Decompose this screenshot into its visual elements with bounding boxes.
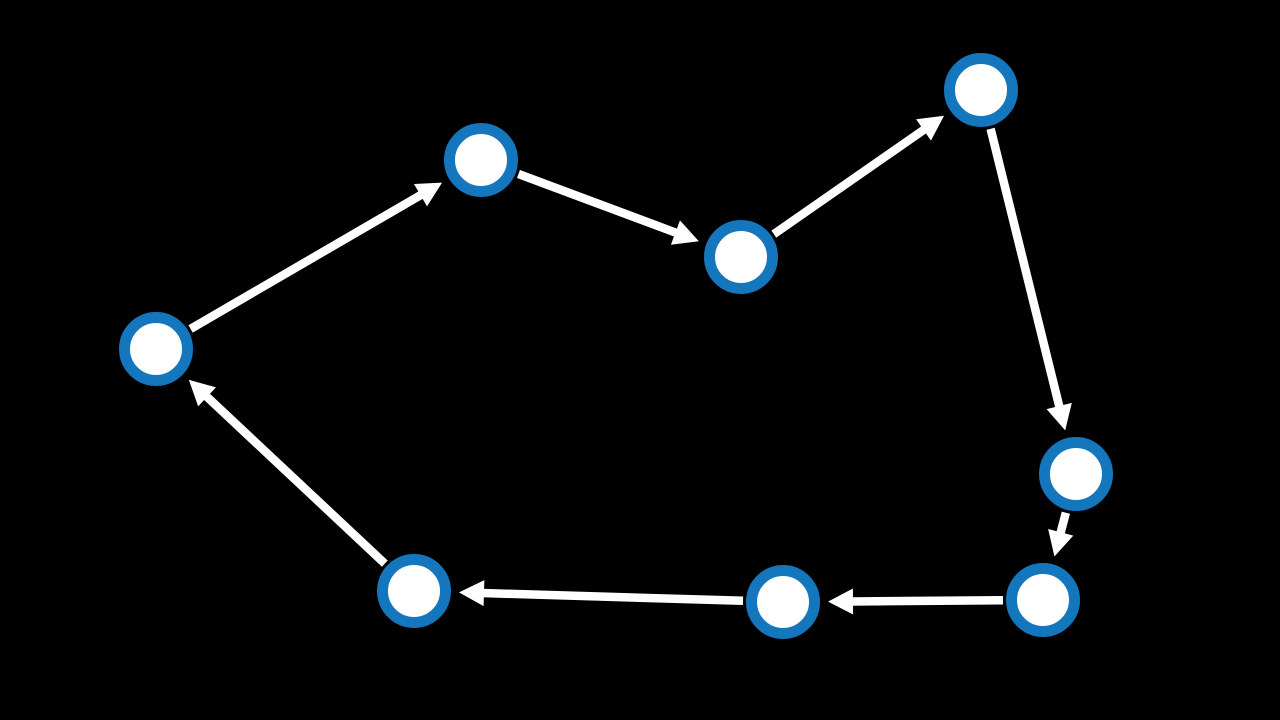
graph-node-bottom-left	[377, 554, 451, 628]
arrowhead-icon-n8-n1	[188, 379, 216, 407]
arrowhead-icon-n2-n3	[670, 220, 699, 245]
graph-node-upper-left	[444, 123, 518, 197]
arrowhead-icon-n6-n7	[827, 588, 854, 615]
graph-node-bottom-middle	[746, 565, 820, 639]
edge-shaft-n2-n3	[516, 169, 679, 238]
graph-node-right	[1039, 437, 1113, 511]
arrowhead-icon-n5-n6	[1048, 528, 1074, 557]
edge-shaft-n6-n7	[851, 596, 1004, 606]
arrowhead-icon-n1-n2	[413, 182, 443, 207]
graph-node-bottom-right	[1006, 563, 1080, 637]
edge-shaft-n3-n4	[771, 125, 928, 238]
graph-node-top-right	[944, 53, 1018, 127]
edge-shaft-n5-n6	[1056, 511, 1070, 535]
edge-shaft-n8-n1	[203, 392, 388, 567]
arrowhead-icon-n4-n5	[1046, 402, 1072, 431]
edge-shaft-n1-n2	[188, 190, 424, 333]
edge-shaft-n4-n5	[986, 127, 1064, 409]
arrowhead-icon-n7-n8	[458, 580, 485, 607]
graph-node-left	[119, 312, 193, 386]
arrowhead-icon-n3-n4	[916, 115, 945, 141]
edge-shaft-n7-n8	[482, 588, 744, 606]
graph-node-upper-middle	[704, 220, 778, 294]
